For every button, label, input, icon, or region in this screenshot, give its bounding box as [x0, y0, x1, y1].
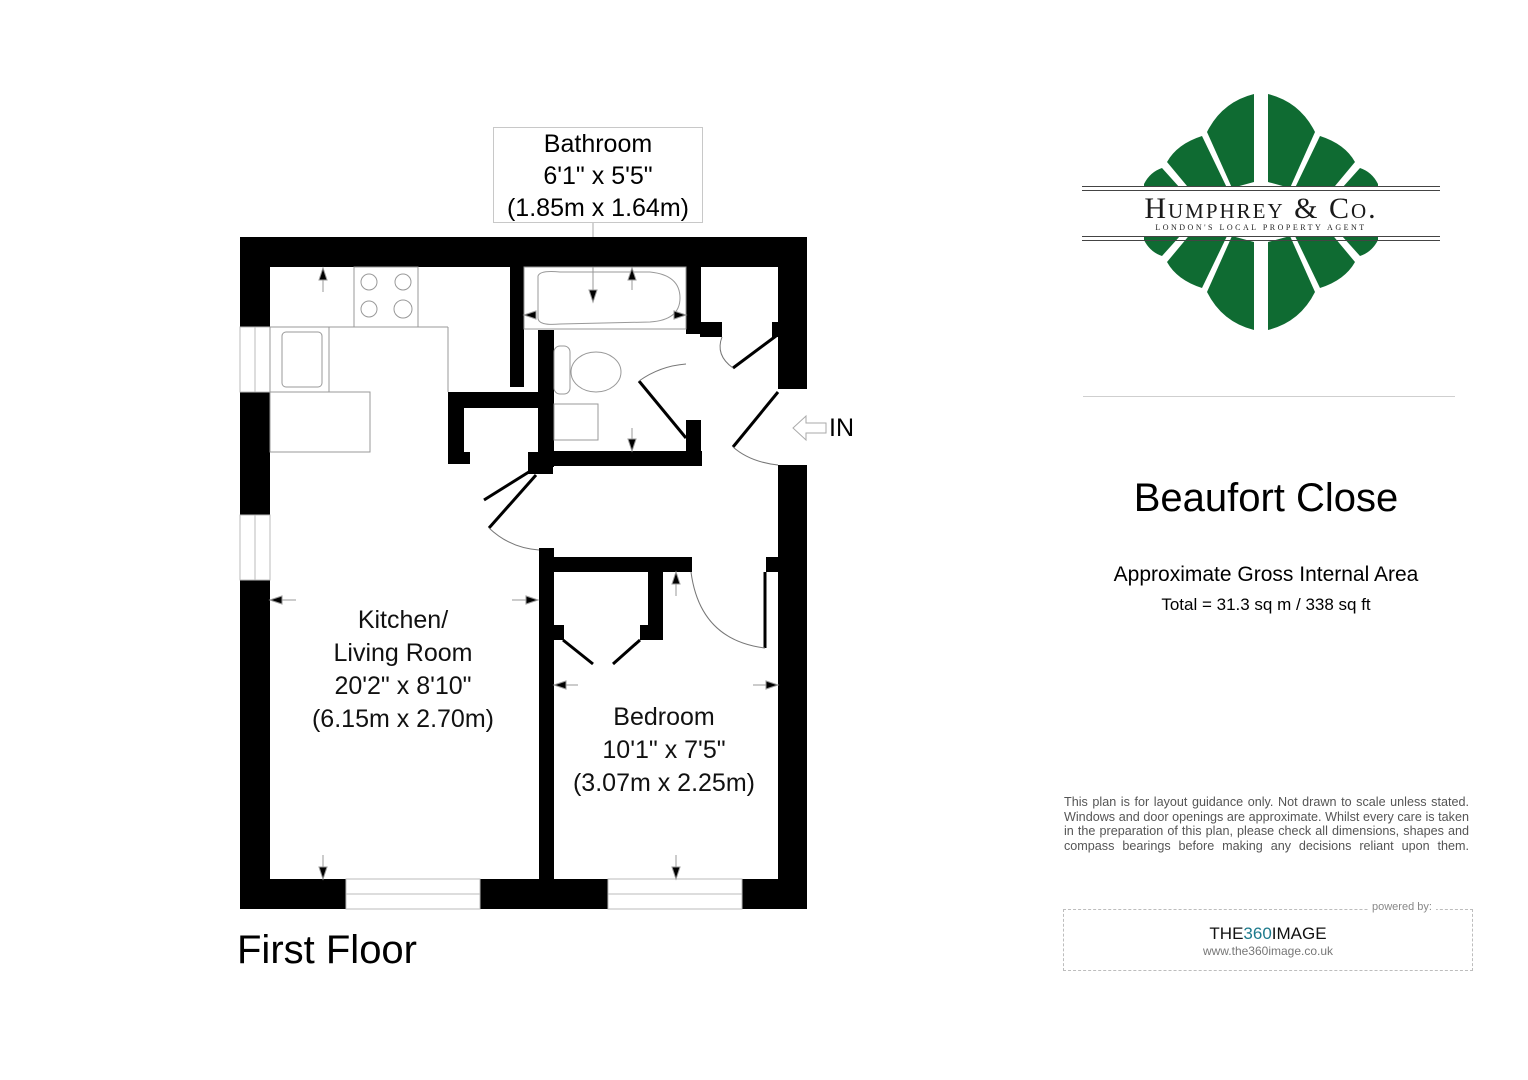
room-name: Bedroom [613, 703, 715, 731]
room-name: Bathroom [543, 130, 653, 158]
brand-pre: THE [1209, 924, 1244, 943]
door-leaves [483, 334, 780, 666]
powered-by-label: powered by: [1368, 901, 1436, 913]
room-name: Kitchen/ [357, 606, 449, 634]
logo-rule-top [1082, 186, 1440, 191]
room-imperial: 10'1" x 7'5" [602, 736, 726, 764]
bedroom-label: Bedroom 10'1" x 7'5" (3.07m x 2.25m) [554, 701, 774, 800]
door-swings [488, 336, 779, 649]
windows [239, 326, 743, 910]
agent-name: Humphrey & Co. [1144, 192, 1378, 225]
room-metric: (6.15m x 2.70m) [311, 705, 494, 733]
disclaimer: This plan is for layout guidance only. N… [1064, 795, 1469, 854]
area-total: Total = 31.3 sq m / 338 sq ft [1161, 595, 1371, 614]
agent-logo: Humphrey & Co. London's Local property a… [1082, 92, 1440, 332]
brand-post: IMAGE [1271, 924, 1327, 943]
room-metric: (1.85m x 1.64m) [506, 194, 689, 222]
entrance-label: IN [829, 414, 854, 442]
kitchen-fittings [269, 266, 449, 453]
property-name: Beaufort Close [1133, 476, 1399, 520]
room-imperial: 20'2" x 8'10" [334, 672, 472, 700]
bathroom-label: Bathroom 6'1" x 5'5" (1.85m x 1.64m) [493, 127, 703, 223]
walls [240, 237, 807, 909]
dimension-arrows [268, 266, 780, 881]
bathroom-fittings [523, 266, 687, 441]
the360image-logo: THE360IMAGE [1063, 924, 1473, 944]
kitchen-living-label: Kitchen/ Living Room 20'2" x 8'10" (6.15… [290, 604, 516, 736]
brand-highlight: 360 [1243, 924, 1272, 943]
floor-title: First Floor [237, 928, 417, 972]
room-metric: (3.07m x 2.25m) [572, 769, 755, 797]
logo-band [1082, 187, 1440, 237]
powered-by-box [1063, 909, 1473, 971]
room-name-line2: Living Room [333, 639, 473, 667]
logo-rule-bottom [1082, 236, 1440, 241]
divider [1083, 396, 1455, 397]
area-title: Approximate Gross Internal Area [1113, 563, 1419, 586]
brand-url: www.the360image.co.uk [1202, 944, 1334, 958]
room-imperial: 6'1" x 5'5" [543, 162, 653, 190]
entrance-arrow-icon [792, 414, 827, 442]
agent-tagline: London's Local property agent [1155, 223, 1367, 232]
